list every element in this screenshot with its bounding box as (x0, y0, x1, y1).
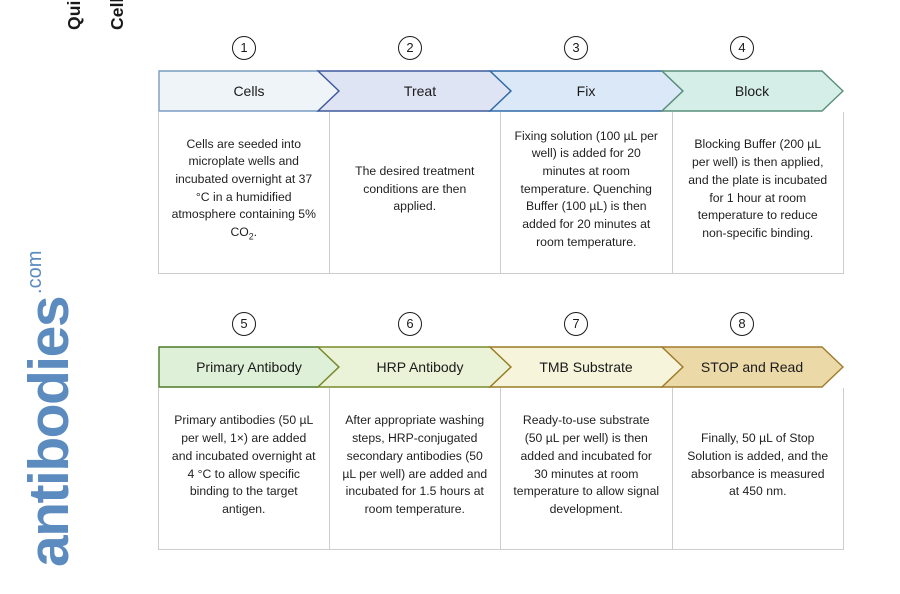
description-text-4: Blocking Buffer (200 µL per well) is the… (688, 137, 828, 240)
step-number-7: 7 (564, 312, 588, 336)
chevron-label-7: TMB Substrate (539, 359, 633, 375)
description-text-3: Fixing solution (100 µL per well) is add… (514, 128, 658, 249)
protocol-row-2: 5 6 7 8 Primary Antibody HRP Antibody TM… (158, 312, 844, 550)
chevron-shape-4 (660, 70, 844, 112)
chevron-step-2[interactable]: Treat (334, 70, 500, 112)
chevron-label-4: Block (734, 83, 770, 99)
logo-wordmark: antibodies (17, 296, 81, 567)
chevron-shapes-2 (158, 346, 844, 388)
chevron-step-6[interactable]: HRP Antibody (334, 346, 500, 388)
step-number-strip-1: 1 2 3 4 (158, 36, 844, 70)
description-card-3: Fixing solution (100 µL per well) is add… (501, 112, 673, 274)
chevron-label-8: STOP and Read (700, 359, 804, 375)
chevron-label-1: Cells (233, 83, 265, 99)
description-card-7: Ready-to-use substrate (50 µL per well) … (501, 388, 673, 550)
chevron-step-8[interactable]: STOP and Read (666, 346, 832, 388)
antibodies-logo: antibodies .com (0, 0, 150, 594)
chevron-label-6: HRP Antibody (376, 359, 464, 375)
chevron-label-3: Fix (576, 83, 596, 99)
description-card-5: Primary antibodies (50 µL per well, 1×) … (158, 388, 330, 550)
chevron-label-5: Primary Antibody (196, 359, 302, 375)
step-number-strip-2: 5 6 7 8 (158, 312, 844, 346)
description-card-6: After appropriate washing steps, HRP-con… (329, 388, 501, 550)
step-number-8: 8 (730, 312, 754, 336)
description-cards-1: Cells are seeded into microplate wells a… (158, 112, 844, 274)
step-number-2: 2 (398, 36, 422, 60)
step-number-4: 4 (730, 36, 754, 60)
description-card-4: Blocking Buffer (200 µL per well) is the… (672, 112, 844, 274)
step-number-6: 6 (398, 312, 422, 336)
chevron-band-2: Primary Antibody HRP Antibody TMB Substr… (158, 346, 844, 388)
description-text-6: After appropriate washing steps, HRP-con… (342, 413, 488, 516)
description-card-1: Cells are seeded into microplate wells a… (158, 112, 330, 274)
chevron-step-7[interactable]: TMB Substrate (500, 346, 666, 388)
logo-inner: antibodies .com (17, 250, 81, 567)
chevron-step-4[interactable]: Block (666, 70, 832, 112)
description-text-2: The desired treatment conditions are the… (355, 163, 475, 214)
chevron-label-2: Treat (403, 83, 437, 99)
logo-tld: .com (24, 250, 46, 294)
chevron-step-5[interactable]: Primary Antibody (158, 346, 334, 388)
description-text-5: Primary antibodies (50 µL per well, 1×) … (171, 413, 316, 516)
chevron-step-1[interactable]: Cells (158, 70, 334, 112)
chevron-step-3[interactable]: Fix (500, 70, 666, 112)
protocol-row-1: 1 2 3 4 Cells Treat Fix Block Cells are … (158, 36, 844, 274)
description-text-1: Cells are seeded into microplate wells a… (171, 136, 316, 242)
step-number-1: 1 (232, 36, 256, 60)
step-number-5: 5 (232, 312, 256, 336)
description-card-8: Finally, 50 µL of Stop Solution is added… (672, 388, 844, 550)
description-text-8: Finally, 50 µL of Stop Solution is added… (687, 431, 829, 499)
chevron-shape-8 (660, 346, 844, 388)
chevron-band-1: Cells Treat Fix Block (158, 70, 844, 112)
description-card-2: The desired treatment conditions are the… (329, 112, 501, 274)
description-cards-2: Primary antibodies (50 µL per well, 1×) … (158, 388, 844, 550)
description-text-7: Ready-to-use substrate (50 µL per well) … (513, 413, 660, 516)
chevron-shapes-1 (158, 70, 844, 112)
step-number-3: 3 (564, 36, 588, 60)
